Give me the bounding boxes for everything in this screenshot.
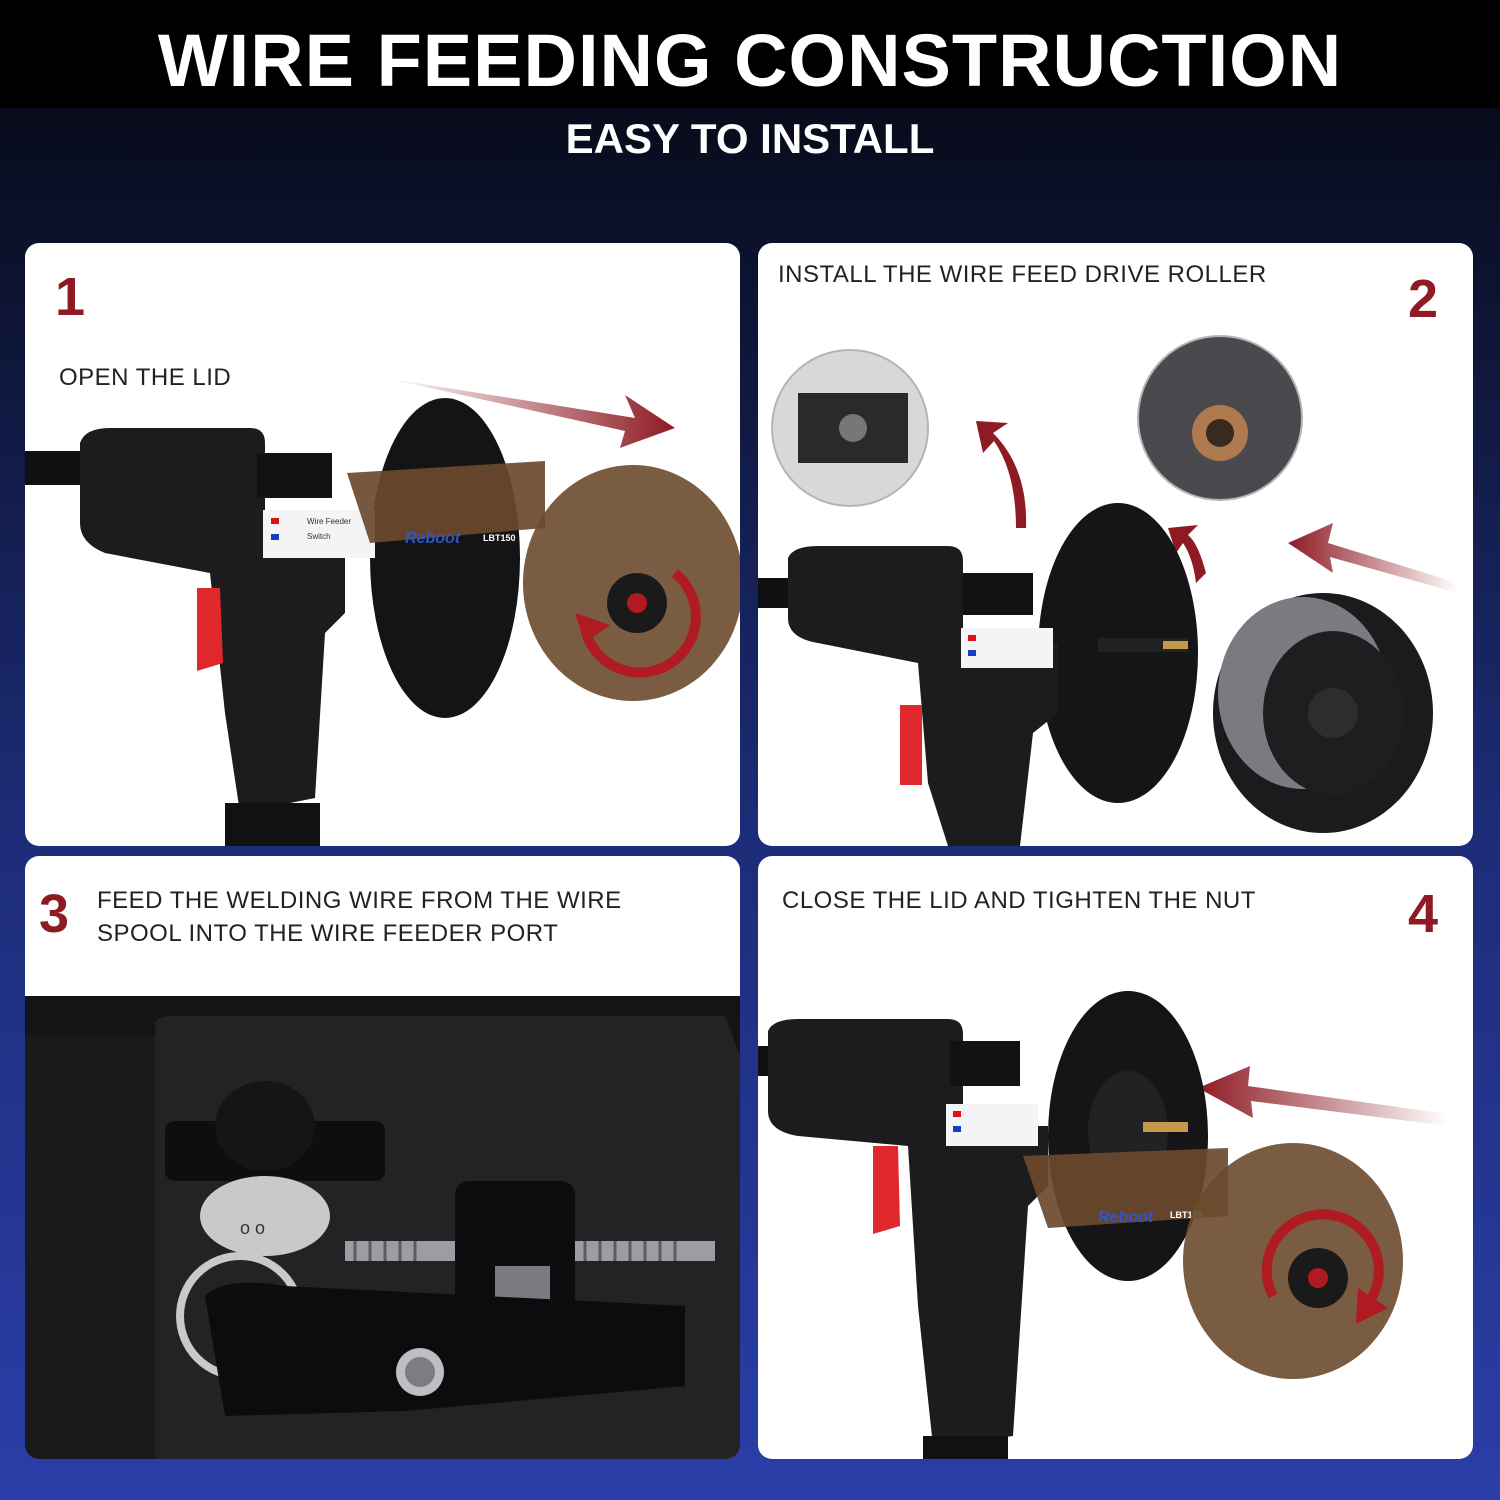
step-instruction: INSTALL THE WIRE FEED DRIVE ROLLER bbox=[778, 261, 1267, 288]
trigger-icon bbox=[873, 1146, 900, 1234]
up-arrow-left-icon bbox=[976, 421, 1027, 528]
rotate-arrow-icon bbox=[1261, 1209, 1384, 1310]
step-instruction: FEED THE WELDING WIRE FROM THE WIRE SPOO… bbox=[97, 887, 622, 947]
brand-logo-text: Reboot bbox=[405, 530, 461, 547]
step-panel-4: Reboot LBT150 CLOSE THE LID AND TIGHTEN … bbox=[758, 856, 1473, 1459]
label-wire-feeder-text: Wire Feeder bbox=[307, 517, 351, 526]
trigger-icon bbox=[900, 705, 922, 785]
svg-text:o o: o o bbox=[240, 1218, 265, 1238]
step-panel-1: Wire Feeder Switch Reboot LBT150 1 OPEN … bbox=[25, 243, 740, 846]
step-instruction: CLOSE THE LID AND TIGHTEN THE NUT bbox=[782, 887, 1256, 914]
up-arrow-right-icon bbox=[1168, 525, 1206, 583]
brand-logo-text: Reboot bbox=[1098, 1209, 1154, 1226]
step-number: 4 bbox=[1408, 884, 1439, 944]
wire-feeder-port-closeup-illustration: o o bbox=[25, 996, 740, 1459]
step-number: 2 bbox=[1408, 269, 1439, 329]
spool-gun-closed-lid-illustration: Reboot LBT150 bbox=[758, 991, 1448, 1459]
step-number: 3 bbox=[39, 884, 70, 944]
page-title: WIRE FEEDING CONSTRUCTION bbox=[157, 19, 1343, 102]
spool-gun-open-lid-illustration: Wire Feeder Switch Reboot LBT150 bbox=[25, 378, 740, 846]
page-subtitle: EASY TO INSTALL bbox=[565, 115, 935, 162]
header-band bbox=[0, 0, 1500, 108]
rotate-arrow-icon bbox=[580, 569, 701, 678]
step-instruction: OPEN THE LID bbox=[59, 364, 232, 391]
install-drive-roller-illustration bbox=[758, 335, 1458, 846]
direction-arrow-icon bbox=[1198, 1066, 1448, 1126]
step-panel-3: o o 3 FEED THE WELDING WIRE FROM THE WIR… bbox=[25, 856, 740, 1459]
trigger-icon bbox=[197, 588, 223, 671]
step-panel-2: INSTALL THE WIRE FEED DRIVE ROLLER 2 bbox=[758, 243, 1473, 846]
model-text: LBT150 bbox=[483, 533, 516, 543]
model-text: LBT150 bbox=[1170, 1210, 1203, 1220]
label-switch-text: Switch bbox=[307, 532, 331, 541]
insert-arrow-icon bbox=[1288, 523, 1458, 593]
step-number: 1 bbox=[55, 267, 86, 327]
